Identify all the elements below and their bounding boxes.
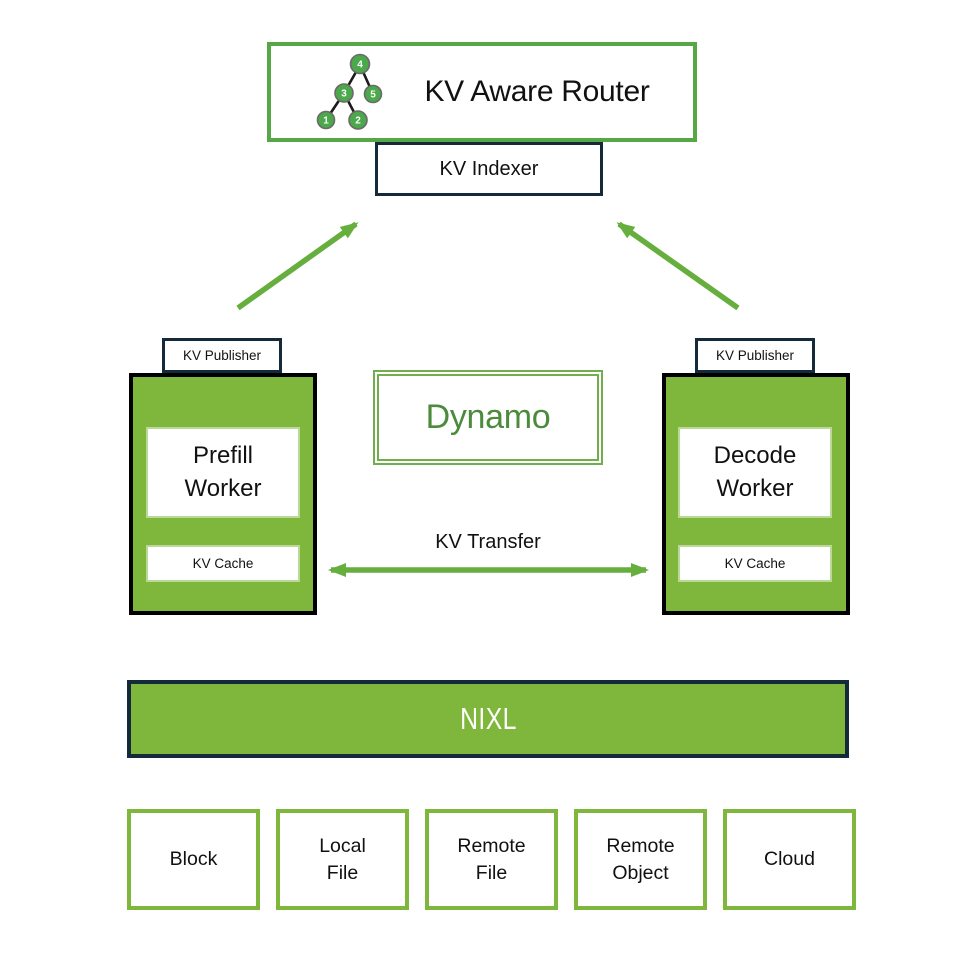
storage-label-remote-file: Remote File bbox=[457, 835, 526, 884]
storage-box-cloud: Cloud bbox=[723, 809, 856, 910]
storage-row: Block Local File Remote File Remote Obje… bbox=[127, 809, 856, 910]
prefill-kv-cache-label: KV Cache bbox=[192, 556, 254, 571]
tree-node-4: 4 bbox=[358, 60, 364, 71]
kv-aware-router-box: 4 3 5 1 2 KV Aware Router bbox=[267, 42, 697, 142]
kv-indexer-box: KV Indexer bbox=[375, 142, 603, 196]
storage-box-block: Block bbox=[127, 809, 260, 910]
dynamo-box: Dynamo bbox=[373, 370, 603, 465]
tree-node-2: 2 bbox=[356, 116, 362, 127]
tree-node-5: 5 bbox=[371, 90, 377, 101]
storage-label-cloud: Cloud bbox=[764, 848, 815, 871]
kv-aware-router-label: KV Aware Router bbox=[424, 75, 650, 108]
storage-box-remote-object: Remote Object bbox=[574, 809, 707, 910]
tree-node-1: 1 bbox=[324, 116, 330, 127]
prefill-kv-publisher-label: KV Publisher bbox=[182, 348, 262, 363]
nixl-bar: NIXL bbox=[127, 680, 849, 758]
decode-worker-box: Decode Worker bbox=[678, 427, 832, 518]
decode-kv-cache-label: KV Cache bbox=[724, 556, 786, 571]
kv-indexer-label: KV Indexer bbox=[439, 157, 539, 180]
prefill-kv-publisher-box: KV Publisher bbox=[162, 338, 282, 373]
decode-kv-publisher-box: KV Publisher bbox=[695, 338, 815, 373]
kv-transfer-text: KV Transfer bbox=[435, 530, 541, 553]
prefill-kv-cache-box: KV Cache bbox=[146, 545, 300, 582]
decode-worker-label: Decode Worker bbox=[713, 442, 797, 502]
binary-tree-icon: 4 3 5 1 2 bbox=[317, 53, 383, 130]
kv-transfer-label: KV Transfer bbox=[373, 527, 603, 557]
storage-label-block: Block bbox=[169, 848, 218, 871]
prefill-worker-label: Prefill Worker bbox=[184, 442, 262, 502]
storage-box-local-file: Local File bbox=[276, 809, 409, 910]
decode-kv-cache-box: KV Cache bbox=[678, 545, 832, 582]
prefill-to-indexer-arrow bbox=[236, 221, 359, 311]
storage-label-local-file: Local File bbox=[319, 835, 366, 884]
nixl-label: NIXL bbox=[459, 701, 517, 736]
storage-box-remote-file: Remote File bbox=[425, 809, 558, 910]
prefill-worker-box: Prefill Worker bbox=[146, 427, 300, 518]
storage-label-remote-object: Remote Object bbox=[606, 835, 675, 884]
decode-kv-publisher-label: KV Publisher bbox=[715, 348, 795, 363]
dynamo-label: Dynamo bbox=[425, 398, 551, 436]
decode-to-indexer-arrow bbox=[616, 221, 740, 311]
tree-node-3: 3 bbox=[342, 89, 348, 100]
